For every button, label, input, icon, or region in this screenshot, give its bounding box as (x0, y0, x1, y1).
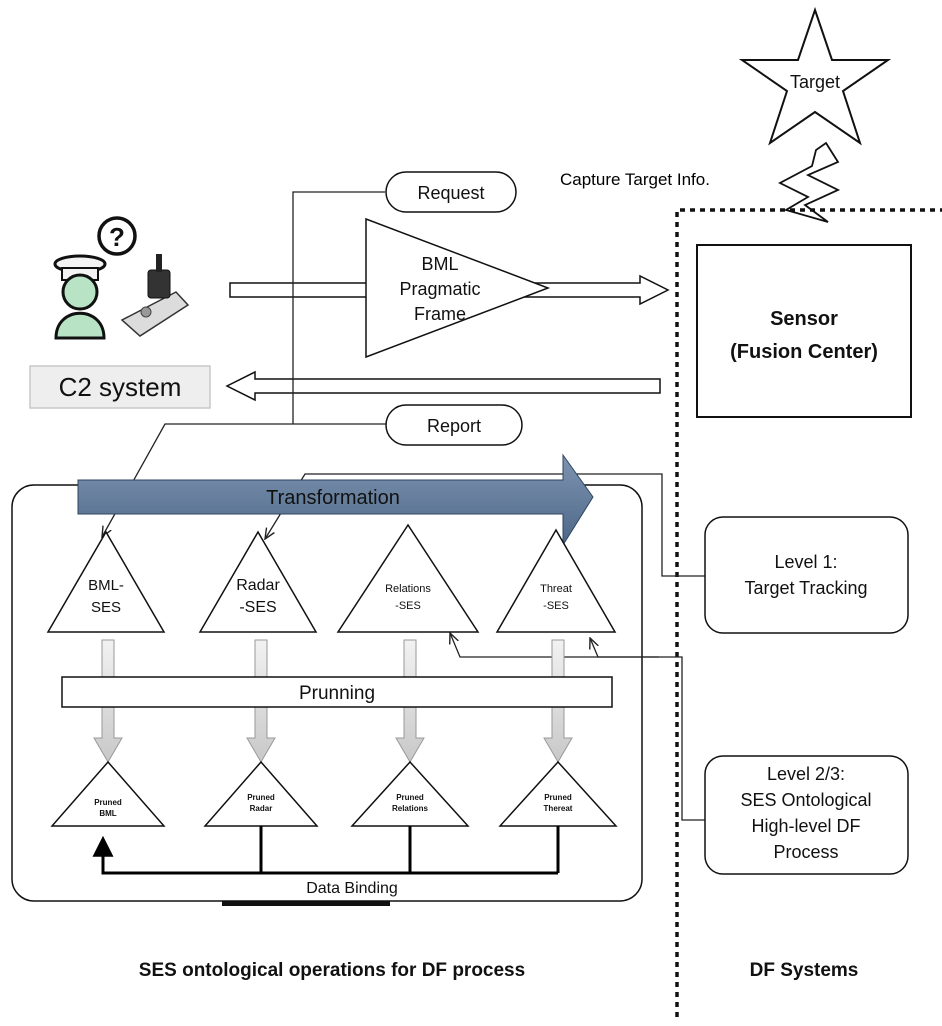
question-mark: ? (109, 222, 125, 252)
request-connector (292, 191, 385, 424)
ses-triangle: Threat -SES (495, 528, 617, 633)
level1-line1: Level 1: (774, 552, 837, 572)
ses-triangle: Radar -SES (198, 530, 318, 633)
level1-line2: Target Tracking (744, 578, 867, 598)
target-node: Target (738, 6, 892, 146)
prunning-label: Prunning (299, 683, 375, 704)
bml-pragmatic-frame: BML Pragmatic Frame (365, 217, 551, 359)
ses-node-line2: SES (91, 599, 121, 616)
df-systems-boundary (675, 208, 942, 1017)
level23-line2: SES Ontological (740, 790, 871, 810)
c2-operator-figure: ? (53, 216, 137, 340)
data-binding-label: Data Binding (306, 880, 398, 897)
level23-line1: Level 2/3: (767, 764, 845, 784)
capture-target-label: Capture Target Info. (560, 170, 710, 189)
level1-box: Level 1: Target Tracking (704, 516, 909, 634)
question-bubble-icon (97, 216, 137, 256)
bml-frame-line1: BML (421, 254, 458, 274)
pruned-node-line2: Radar (250, 804, 273, 813)
pruned-node-line1: Pruned (247, 793, 275, 802)
pruned-triangle: Pruned BML (50, 760, 166, 827)
level23-box: Level 2/3: SES Ontological High-level DF… (704, 755, 909, 875)
level23-line4: Process (773, 842, 838, 862)
sensor-box: Sensor (Fusion Center) (696, 244, 912, 418)
level23-to-threat-ses-arrow (590, 638, 659, 658)
radio-device-icon (120, 254, 190, 337)
level23-to-relations-ses-arrow (450, 633, 705, 821)
report-bubble: Report (385, 404, 523, 446)
ses-node-line1: Relations (385, 583, 431, 595)
signal-bolt-icon (778, 141, 841, 223)
sensor-title: Sensor (770, 308, 838, 330)
ses-triangle: Relations -SES (336, 523, 480, 633)
bml-frame-line3: Frame (414, 304, 466, 324)
report-label: Report (427, 416, 481, 436)
ses-node-line1: Radar (236, 577, 280, 594)
report-flow-arrow (225, 370, 661, 402)
df-systems-caption: DF Systems (750, 960, 859, 981)
request-bubble: Request (385, 171, 517, 213)
ses-operations-caption: SES ontological operations for DF proces… (139, 960, 525, 981)
request-label: Request (417, 183, 484, 203)
level23-line3: High-level DF (751, 816, 860, 836)
ses-triangle: BML- SES (46, 530, 166, 633)
ses-node-line1: Threat (540, 583, 572, 595)
pruned-node-line1: Pruned (94, 798, 122, 807)
ses-node-line2: -SES (543, 600, 569, 612)
pruned-node-line2: Thereat (544, 804, 573, 813)
sensor-subtitle: (Fusion Center) (730, 341, 878, 363)
ses-node-line2: -SES (239, 599, 276, 616)
pruned-node-line2: Relations (392, 804, 429, 813)
ses-node-line2: -SES (395, 600, 421, 612)
bml-frame-line2: Pragmatic (399, 279, 480, 299)
target-label: Target (790, 72, 840, 92)
c2-system-label: C2 system (59, 372, 182, 402)
target-star-shape (738, 6, 892, 146)
transformation-arrow: Transformation (77, 453, 594, 547)
transformation-label: Transformation (266, 487, 400, 509)
c2-system-box: C2 system (29, 365, 211, 409)
ses-node-line1: BML- (88, 577, 124, 594)
prunning-bar: Prunning (61, 676, 613, 708)
pruned-node-line1: Pruned (544, 793, 572, 802)
data-binding-lines (92, 826, 560, 875)
pruned-node-line2: BML (99, 809, 116, 818)
pruned-node-line1: Pruned (396, 793, 424, 802)
